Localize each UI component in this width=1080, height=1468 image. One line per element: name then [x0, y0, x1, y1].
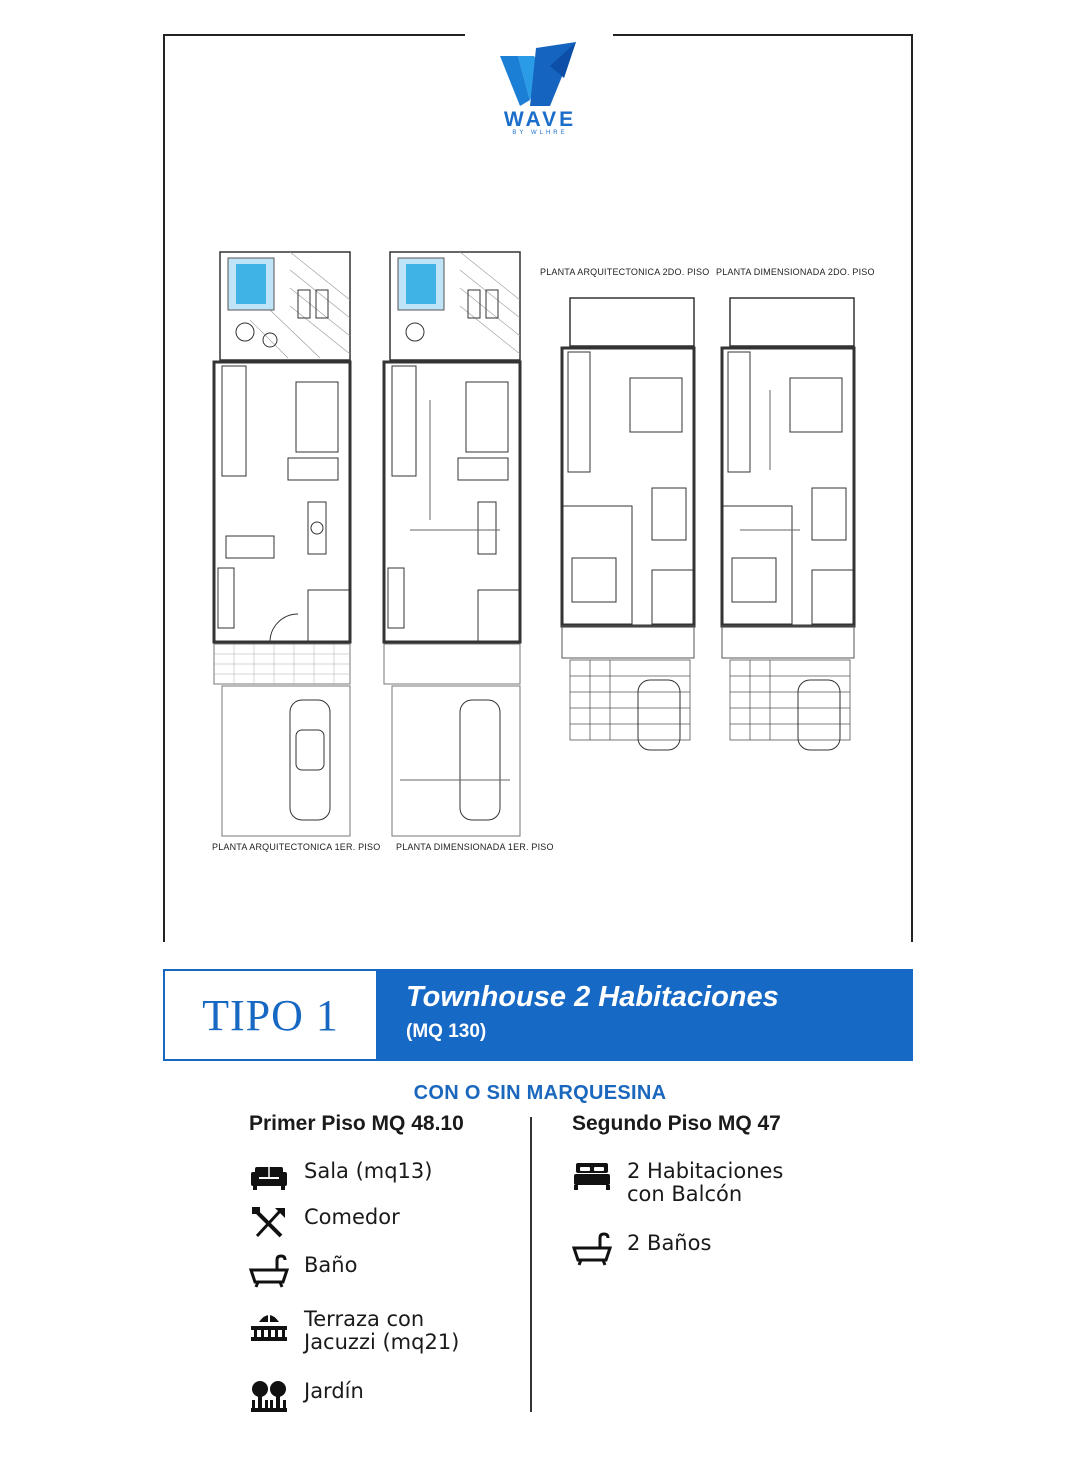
feature-jardin-text: Jardín [304, 1379, 364, 1403]
caption-second-floor-dim: PLANTA DIMENSIONADA 2DO. PISO [716, 267, 875, 277]
feature-banos: 2 Baños [572, 1232, 711, 1266]
bathtub-icon [572, 1232, 612, 1266]
marquesina-subtitle: CON O SIN MARQUESINA [413, 1082, 667, 1104]
type-title-box: Townhouse 2 Habitaciones (MQ 130) [376, 969, 913, 1061]
caption-first-floor-arch: PLANTA ARQUITECTONICA 1ER. PISO [212, 842, 381, 852]
plan-first-floor-arch [212, 251, 352, 837]
fork-knife-icon [252, 1207, 285, 1238]
page-frame [163, 34, 913, 942]
feature-sala-text: Sala (mq13) [304, 1159, 433, 1183]
feature-bano: Baño [249, 1254, 357, 1288]
second-floor-heading: Segundo Piso MQ 47 [572, 1112, 781, 1135]
bathtub-icon [249, 1254, 289, 1288]
plan-second-floor-arch [560, 297, 696, 751]
type-label: TIPO 1 [202, 990, 339, 1040]
first-floor-heading: Primer Piso MQ 48.10 [249, 1112, 464, 1135]
type-label-box: TIPO 1 [163, 969, 378, 1061]
feature-terraza-text-line2: Jacuzzi (mq21) [304, 1330, 460, 1354]
feature-habitaciones: 2 Habitaciones con Balcón [572, 1160, 783, 1206]
logo-wordmark: WAVE [503, 108, 577, 131]
feature-bano-text: Baño [304, 1253, 358, 1277]
wave-logo [500, 42, 576, 106]
type-size: (MQ 130) [406, 1021, 487, 1042]
garden-icon [251, 1381, 287, 1412]
caption-second-floor-arch: PLANTA ARQUITECTONICA 2DO. PISO [540, 267, 710, 277]
floor-plans-drawing [212, 251, 856, 837]
feature-habitaciones-text-line2: con Balcón [627, 1182, 743, 1206]
feature-jardin: Jardín [249, 1380, 364, 1414]
column-divider [530, 1117, 532, 1412]
type-title: Townhouse 2 Habitaciones [406, 981, 779, 1013]
plan-second-floor-dim [720, 297, 856, 751]
feature-habitaciones-text-line1: 2 Habitaciones [627, 1159, 784, 1183]
terrace-icon [251, 1310, 287, 1341]
plan-first-floor-dim [382, 251, 522, 837]
feature-comedor: Comedor [249, 1206, 400, 1240]
logo-subtext: BY WLHRE [512, 130, 568, 136]
feature-sala: Sala (mq13) [249, 1160, 432, 1194]
feature-banos-text: 2 Baños [627, 1231, 712, 1255]
feature-terraza: Terraza con Jacuzzi (mq21) [249, 1308, 459, 1354]
type-banner: TIPO 1 Townhouse 2 Habitaciones (MQ 130) [163, 969, 913, 1061]
bed-icon [574, 1163, 610, 1190]
feature-terraza-text-line1: Terraza con [304, 1307, 425, 1331]
caption-first-floor-dim: PLANTA DIMENSIONADA 1ER. PISO [396, 842, 554, 852]
sofa-icon [251, 1167, 287, 1190]
feature-comedor-text: Comedor [304, 1205, 400, 1229]
